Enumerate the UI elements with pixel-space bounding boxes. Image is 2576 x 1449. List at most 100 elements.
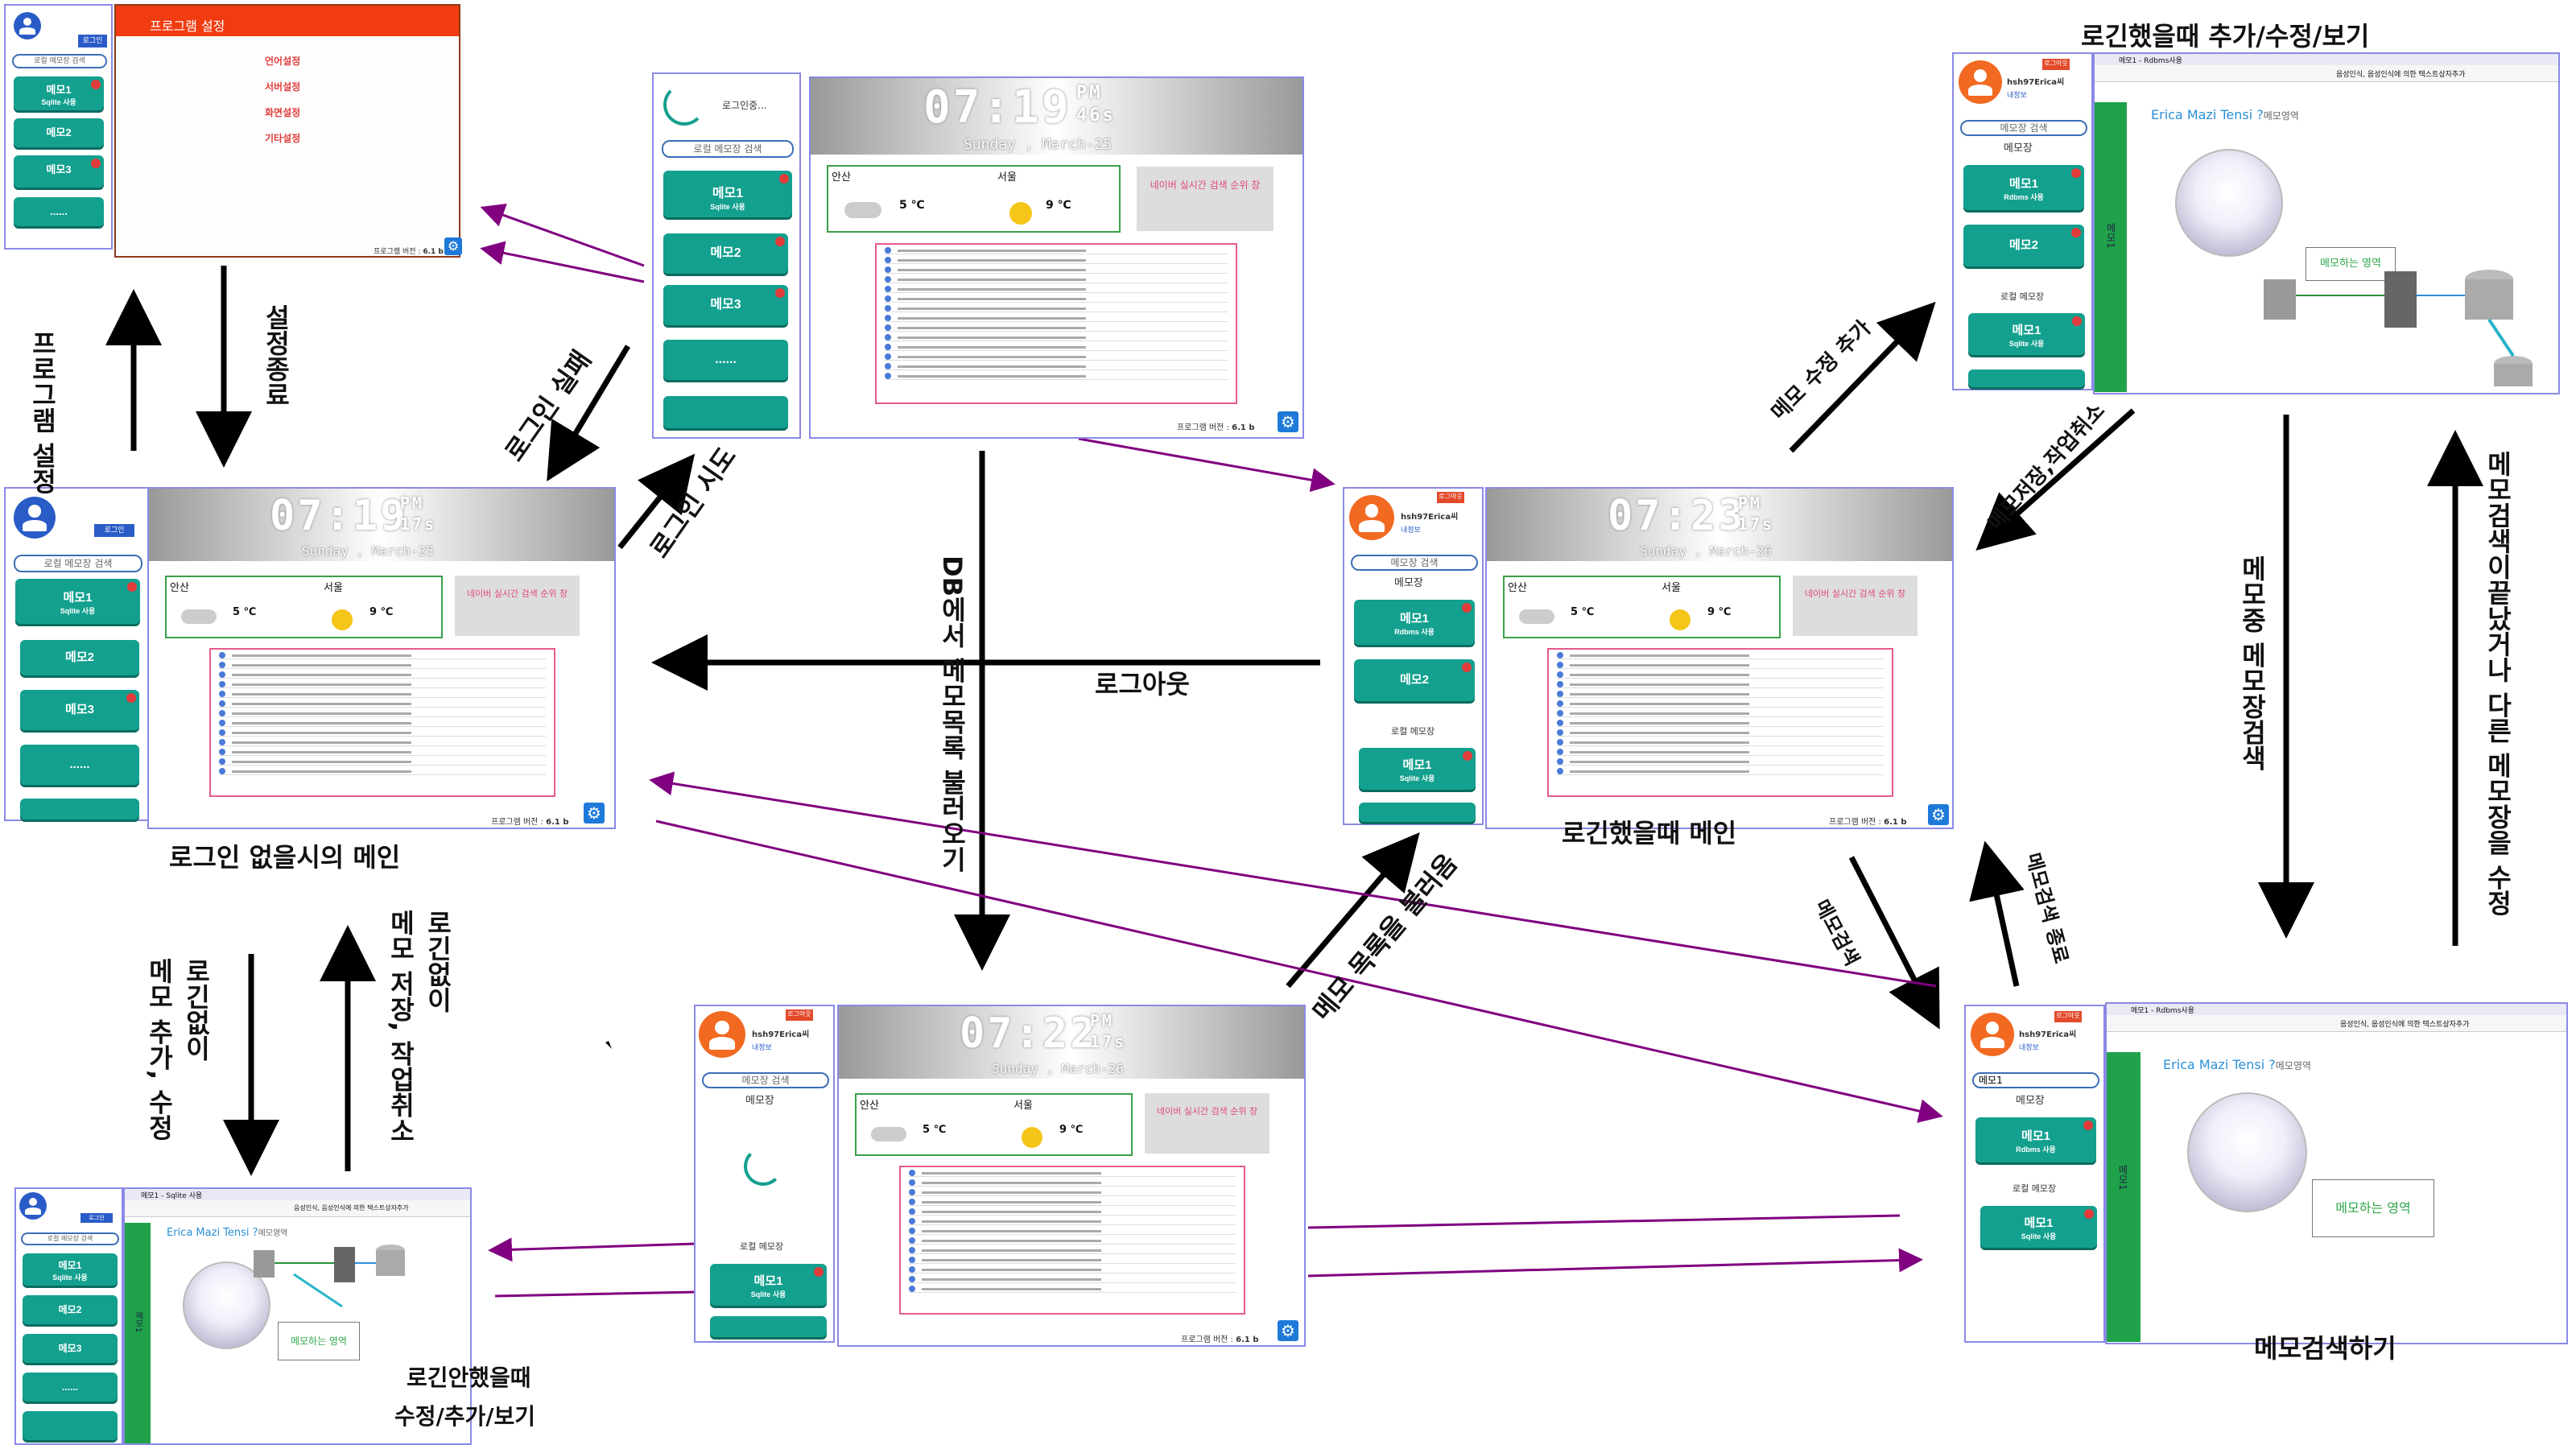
- more-button[interactable]: ......: [20, 745, 139, 785]
- logout-badge[interactable]: 로그아웃: [2054, 1011, 2082, 1022]
- delete-icon[interactable]: [779, 174, 789, 184]
- user-avatar-icon[interactable]: [14, 497, 56, 539]
- editor-toolbar[interactable]: 음성인식, 음성인식에 의한 텍스트상자추가: [2095, 65, 2558, 82]
- my-info-link[interactable]: 내정보: [752, 1044, 772, 1052]
- memo-area[interactable]: 메모하는 영역: [2312, 1179, 2434, 1237]
- memo2-button[interactable]: 메모2: [14, 118, 104, 147]
- gear-icon[interactable]: ⚙: [1928, 804, 1949, 825]
- memo1-label: 메모1: [2009, 177, 2038, 191]
- memojang-header: 메모장: [745, 1095, 774, 1107]
- logout-badge[interactable]: 로그아웃: [1437, 492, 1464, 503]
- user-avatar-icon[interactable]: [1959, 60, 2002, 104]
- memo-tab[interactable]: 메모1: [2107, 1052, 2140, 1342]
- memo-area[interactable]: 메모하는 영역: [278, 1322, 360, 1360]
- memo2-button[interactable]: 메모2: [1963, 225, 2084, 266]
- my-info-link[interactable]: 내정보: [2007, 92, 2027, 100]
- extra-button[interactable]: [663, 396, 788, 428]
- login-button[interactable]: 로그인: [80, 1213, 113, 1223]
- delete-icon[interactable]: [2083, 1121, 2093, 1130]
- more-button[interactable]: ......: [23, 1373, 118, 1402]
- memo1-label: 메모1: [46, 84, 72, 96]
- memo2-button[interactable]: 메모2: [23, 1295, 118, 1324]
- local-search-input[interactable]: 로컬 메모장 검색: [12, 54, 107, 68]
- memo3-button[interactable]: 메모3: [23, 1334, 118, 1363]
- delete-icon[interactable]: [91, 159, 101, 168]
- more-button[interactable]: ......: [663, 340, 788, 380]
- local-search-input[interactable]: 로컬 메모장 검색: [14, 555, 142, 572]
- delete-icon[interactable]: [775, 237, 785, 246]
- memo-search-input[interactable]: 메모장 검색: [702, 1072, 829, 1088]
- user-avatar-icon[interactable]: [14, 12, 41, 39]
- memo3-button[interactable]: 메모3: [20, 690, 139, 730]
- setting-screen[interactable]: 화면설정: [265, 107, 301, 118]
- memo-tab[interactable]: 메모1: [125, 1223, 151, 1443]
- memo3-button[interactable]: 메모3: [14, 155, 104, 188]
- memo3-button[interactable]: 메모3: [663, 285, 788, 325]
- editor-toolbar[interactable]: 음성인식, 음성인식에 의한 텍스트상자추가: [2107, 1015, 2566, 1032]
- toolbar-text: 음성인식, 음성인식에 의한 텍스트상자추가: [2336, 71, 2466, 79]
- gear-icon[interactable]: ⚙: [1278, 411, 1298, 432]
- delete-icon[interactable]: [1463, 751, 1472, 761]
- setting-language[interactable]: 언어설정: [265, 56, 301, 67]
- delete-icon[interactable]: [2084, 1209, 2094, 1219]
- login-button[interactable]: 로그인: [78, 35, 107, 47]
- memo2-button[interactable]: 메모2: [1354, 659, 1475, 701]
- clock: 07:19 PM 17s Sunday , March-25: [149, 489, 614, 561]
- user-avatar-icon[interactable]: [1971, 1013, 2014, 1056]
- memo2-button[interactable]: 메모2: [663, 233, 788, 274]
- extra-button[interactable]: [1968, 369, 2085, 387]
- memo-search-input[interactable]: 메모장 검색: [1960, 120, 2087, 136]
- local-search-input[interactable]: 로컬 메모장 검색: [21, 1232, 119, 1245]
- user-avatar-icon[interactable]: [19, 1192, 47, 1220]
- extra-button[interactable]: [1359, 803, 1476, 822]
- local-search-input[interactable]: 로컬 메모장 검색: [662, 140, 794, 158]
- setting-server[interactable]: 서버설정: [265, 81, 301, 93]
- memo-search-input[interactable]: 메모장 검색: [1351, 555, 1478, 571]
- memo-search-input[interactable]: 메모1: [1972, 1072, 2099, 1088]
- my-info-link[interactable]: 내정보: [1401, 526, 1421, 535]
- logout-badge[interactable]: 로그아웃: [2042, 59, 2070, 70]
- doc-title: Erica Mazi Tensi ?메모영역: [2151, 107, 2299, 122]
- setting-etc[interactable]: 기타설정: [265, 133, 301, 144]
- user-avatar-icon[interactable]: [699, 1011, 745, 1058]
- delete-icon[interactable]: [127, 582, 137, 592]
- memo-list: [899, 1166, 1245, 1315]
- extra-button[interactable]: [710, 1316, 827, 1337]
- my-info-link[interactable]: 내정보: [2019, 1044, 2039, 1052]
- delete-icon[interactable]: [91, 80, 101, 89]
- delete-icon[interactable]: [775, 288, 785, 298]
- memo-area[interactable]: 메모하는 영역: [2306, 247, 2396, 281]
- gear-icon[interactable]: ⚙: [584, 803, 605, 824]
- gear-icon[interactable]: ⚙: [444, 237, 462, 255]
- more-label: ......: [61, 1381, 78, 1393]
- extra-button[interactable]: [23, 1411, 118, 1440]
- gear-icon[interactable]: ⚙: [1278, 1320, 1298, 1341]
- logout-badge[interactable]: 로그아웃: [786, 1009, 813, 1021]
- editor-toolbar[interactable]: 음성인식, 음성인식에 의한 텍스트상자추가: [125, 1200, 470, 1217]
- extra-button[interactable]: [20, 799, 139, 819]
- more-button[interactable]: ......: [14, 197, 104, 226]
- memo-tab[interactable]: 메모1: [2095, 102, 2127, 392]
- delete-icon[interactable]: [1462, 603, 1472, 613]
- login-button[interactable]: 로그인: [94, 524, 134, 537]
- delete-icon[interactable]: [126, 693, 136, 703]
- delete-icon[interactable]: [2071, 228, 2081, 237]
- delete-icon[interactable]: [1462, 663, 1472, 672]
- memo2-button[interactable]: 메모2: [20, 640, 139, 675]
- delete-icon[interactable]: [2072, 316, 2082, 326]
- delete-icon[interactable]: [2071, 168, 2081, 178]
- delete-icon[interactable]: [814, 1267, 824, 1277]
- user-avatar-icon[interactable]: [1349, 495, 1394, 540]
